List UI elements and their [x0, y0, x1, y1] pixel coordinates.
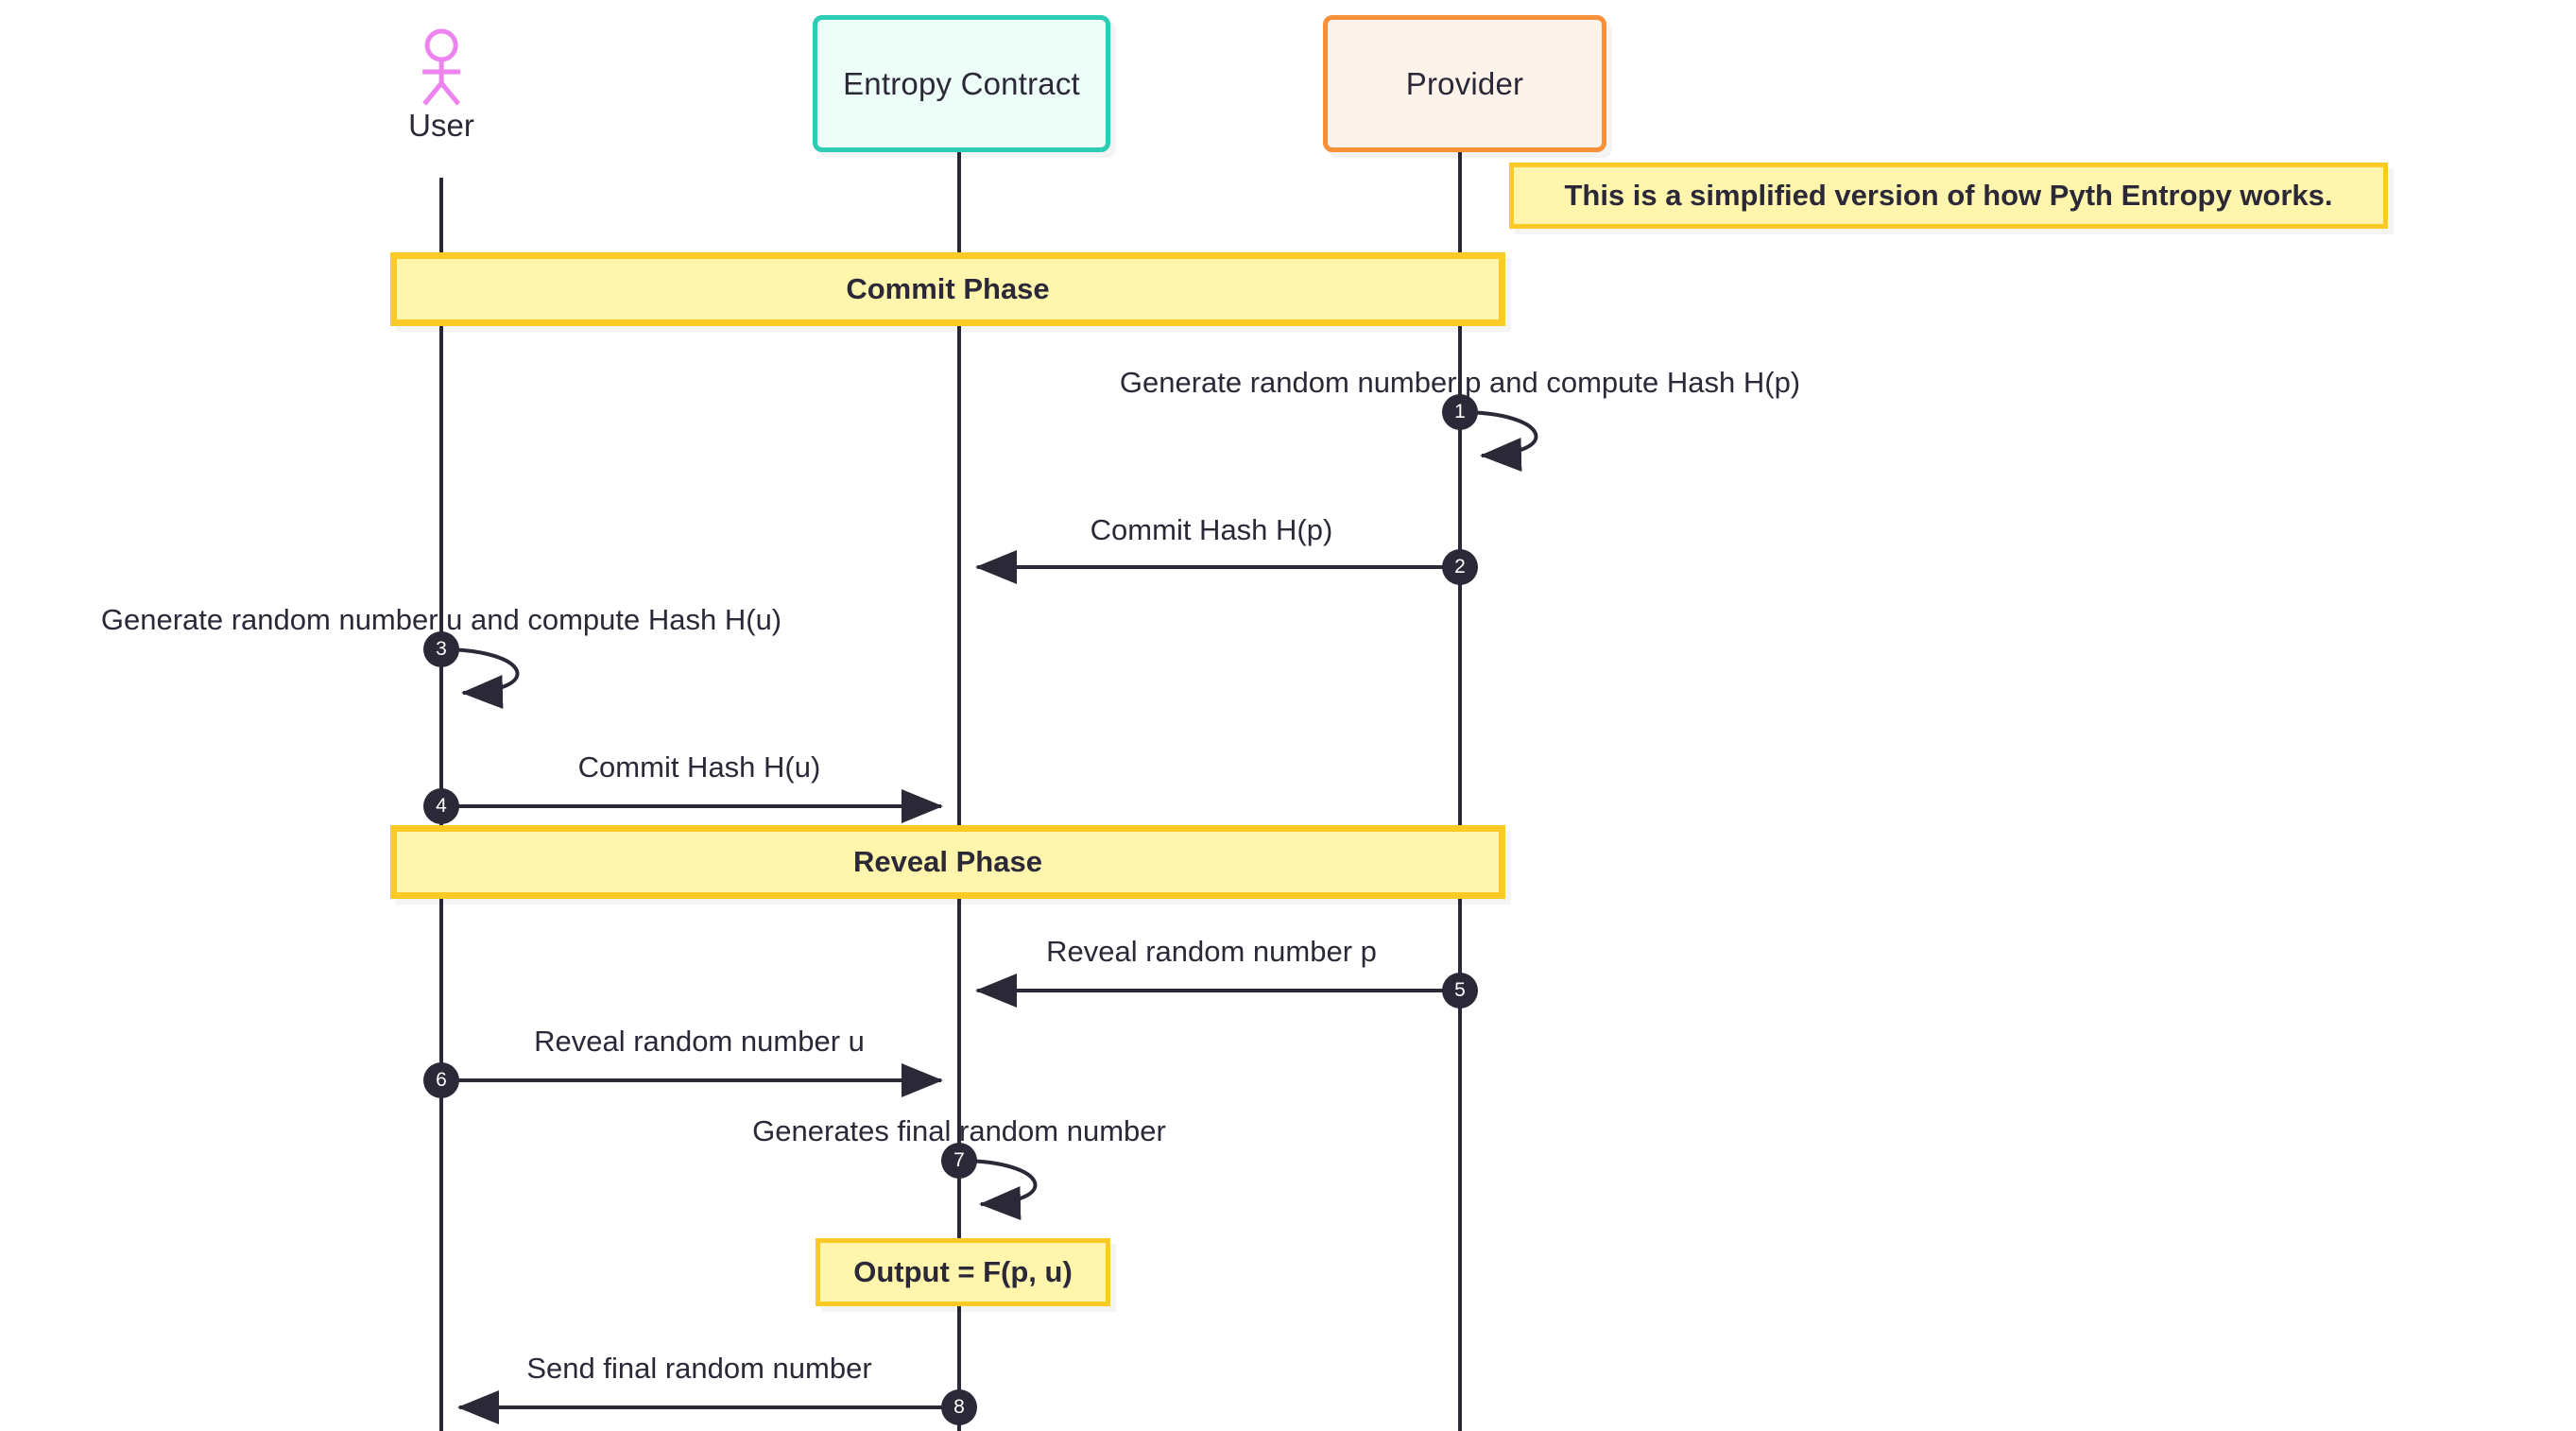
sequence-badge-3: 3: [423, 631, 459, 667]
phase-label-commit: Commit Phase: [846, 272, 1050, 305]
sequence-badge-2: 2: [1442, 549, 1478, 585]
sequence-badge-4: 4: [423, 788, 459, 824]
message-label-1: Generate random number p and compute Has…: [1119, 366, 1801, 399]
participant-label-user: User: [408, 108, 474, 143]
actor-icon: [422, 28, 460, 106]
sequence-badge-5: 5: [1442, 973, 1478, 1009]
note-output: Output = F(p, u): [816, 1238, 1110, 1306]
message-label-6: Reveal random number u: [534, 1025, 865, 1058]
sequence-badge-7: 7: [941, 1143, 977, 1179]
participant-entropy-contract[interactable]: Entropy Contract: [813, 15, 1110, 152]
participant-provider[interactable]: Provider: [1323, 15, 1606, 152]
participant-label-entropy: Entropy Contract: [843, 65, 1080, 101]
sequence-badge-8: 8: [941, 1389, 977, 1425]
message-label-2: Commit Hash H(p): [1090, 513, 1333, 546]
sequence-badge-6: 6: [423, 1062, 459, 1098]
participant-user[interactable]: User: [408, 28, 474, 144]
message-label-8: Send final random number: [526, 1352, 872, 1385]
lifeline-provider: [1458, 151, 1462, 1431]
message-label-5: Reveal random number p: [1046, 935, 1377, 968]
phase-banner-reveal: Reveal Phase: [390, 825, 1505, 899]
lifeline-entropy: [957, 151, 961, 1431]
message-label-7: Generates final random number: [752, 1114, 1166, 1147]
message-label-4: Commit Hash H(u): [577, 750, 821, 784]
participant-label-provider: Provider: [1405, 65, 1524, 101]
sequence-badge-1: 1: [1442, 394, 1478, 430]
phase-banner-commit: Commit Phase: [390, 252, 1505, 326]
phase-label-reveal: Reveal Phase: [853, 845, 1042, 878]
note-output-label: Output = F(p, u): [853, 1255, 1073, 1288]
note-intro: This is a simplified version of how Pyth…: [1509, 163, 2388, 229]
message-label-3: Generate random number u and compute Has…: [100, 603, 782, 636]
note-intro-label: This is a simplified version of how Pyth…: [1564, 179, 2333, 212]
